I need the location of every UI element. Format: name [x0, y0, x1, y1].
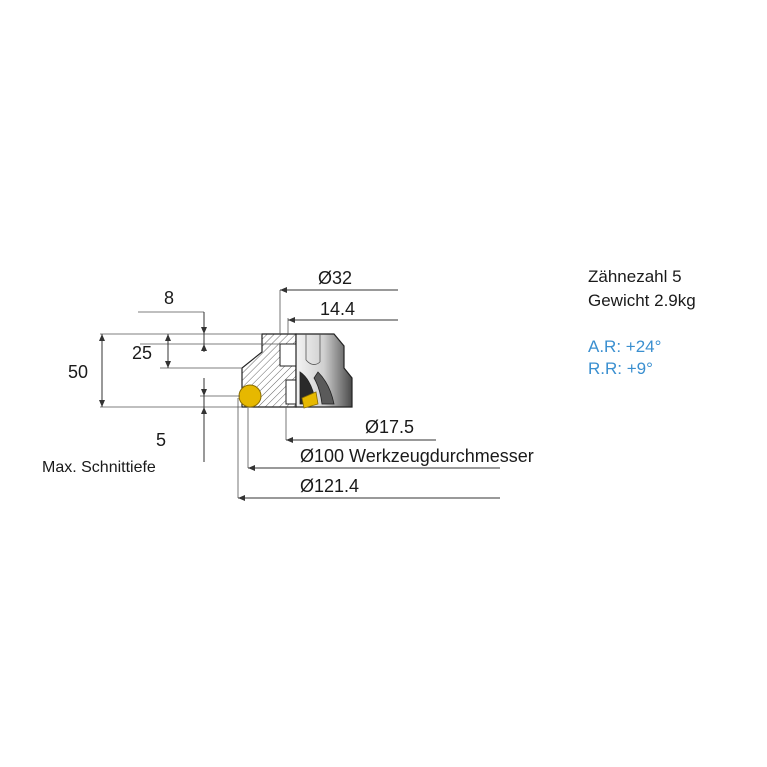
round-insert	[238, 384, 262, 408]
axial-rake: A.R: +24°	[588, 337, 661, 356]
weight: Gewicht 2.9kg	[588, 291, 696, 310]
dim-25: 25	[132, 343, 152, 363]
dim-d32: Ø32	[318, 268, 352, 288]
specs: Zähnezahl 5 Gewicht 2.9kg A.R: +24° R.R:…	[588, 267, 696, 378]
dim-d17-5: Ø17.5	[365, 417, 414, 437]
dim-d100: Ø100 Werkzeugdurchmesser	[300, 446, 534, 466]
dim-8: 8	[164, 288, 174, 308]
tool-body	[238, 333, 353, 409]
flute-pocket	[313, 371, 335, 405]
max-depth-label: Max. Schnittiefe	[42, 459, 156, 476]
height-dimensions: 8 25 50 5 Max. Schnittiefe	[42, 288, 280, 476]
shank-detail	[305, 334, 321, 365]
dim-50: 50	[68, 362, 88, 382]
bore-cutout-upper	[279, 343, 297, 367]
dim-d14-4: 14.4	[320, 299, 355, 319]
bore-cutout-lower	[285, 379, 297, 405]
insert-tip	[301, 391, 319, 409]
dim-d121-4: Ø121.4	[300, 476, 359, 496]
diameter-dimensions: Ø32 14.4 Ø17.5 Ø100 Werkzeugdurchmesser …	[237, 268, 534, 501]
radial-rake: R.R: +9°	[588, 359, 653, 378]
teeth-count: Zähnezahl 5	[588, 267, 682, 286]
dim-5: 5	[156, 430, 166, 450]
